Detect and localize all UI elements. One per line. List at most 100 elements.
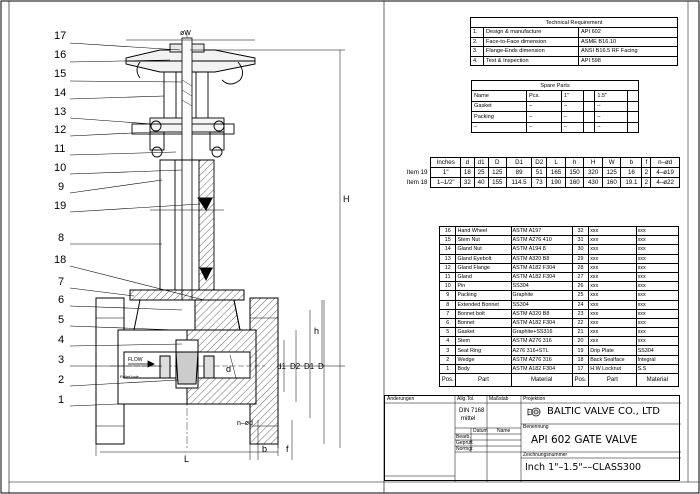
dims-cell: 16 [620,167,643,178]
part-pos: 11 [438,271,457,283]
part-material: xxx [635,281,680,292]
part-name: Back Sealface [588,354,637,365]
part-pos: 3 [438,345,457,356]
table-row: 4. Test & Inspection API 598 [470,55,678,66]
part-pos: 29 [571,253,590,264]
parts-footer-cell: Part [588,373,637,387]
projection-symbol-icon [527,407,541,417]
tr-value: API 602 [578,27,678,38]
part-name: xxx [588,327,637,338]
part-material: xxx [635,290,680,301]
bearb-label: Bearb. [456,434,471,440]
dims-cell: 1–1/2" [430,177,461,188]
part-material: S.S [635,363,680,375]
dims-cell: 430 [583,177,603,188]
part-name: Wedge [455,354,512,365]
part-pos: 8 [438,299,457,310]
part-pos: 26 [571,281,590,292]
tr-value: API 598 [578,55,678,66]
part-name: xxx [588,336,637,347]
table-row: Gasket – – – [471,100,640,112]
dims-cell: 155 [487,177,508,188]
spare-cell [583,100,596,112]
dims-cell: 165 [546,167,566,178]
part-pos: 23 [571,308,590,319]
spare-header: Name [471,90,527,102]
part-material: xxx [635,271,680,283]
part-name: Bonnet [455,317,512,329]
parts-footer-cell: Pos. [571,373,590,387]
callout-16: 16 [54,49,67,61]
dim-f-label: f [286,444,289,454]
dims-header: b [620,157,643,168]
allg-tol-label: Allg.Tol. [457,396,475,402]
part-material: ASTM A182 F304 [510,317,573,329]
dims-header: L [546,157,566,168]
spare-cell [626,111,640,123]
spare-cell: – [594,111,628,123]
part-pos: 9 [438,290,457,301]
callout-9: 9 [58,181,65,193]
part-material: xxx [635,327,680,338]
part-name: xxx [588,271,637,283]
part-pos: 24 [571,299,590,310]
callout-5: 5 [58,314,65,326]
callout-11: 11 [54,143,66,155]
callout-13: 13 [54,106,67,118]
callout-1: 1 [58,394,65,406]
part-pos: 22 [571,317,590,329]
spare-cell: – [594,100,628,112]
part-material: xxx [635,262,680,273]
table-header-row: Inches d d1 D D1 D2 L h H W b f n–ød [396,157,680,168]
dims-header: W [601,157,622,168]
title-block-grid [385,396,681,482]
callout-15: 15 [54,68,67,80]
dims-cell: 160 [601,177,622,188]
dims-header: d [460,157,475,168]
part-pos: 21 [571,327,590,338]
part-pos: 15 [438,235,457,246]
part-name: Body [455,363,512,375]
part-name: Bonnet bolt [455,308,512,319]
tr-no: 2. [470,36,484,47]
dims-header: H [583,157,603,168]
part-material: ASTM A320 B8 [510,253,573,264]
parts-footer-cell: Material [635,373,680,387]
geprueft-label: Geprüft [456,440,473,446]
callout-14: 14 [54,87,67,99]
dims-header: d1 [473,157,489,168]
table-row: – – – – [471,121,640,133]
spare-cell: – [594,121,628,133]
part-pos: 16 [438,225,457,237]
part-pos: 20 [571,336,590,347]
dims-cell: 19.1 [620,177,643,188]
dims-cell: 2 [641,177,652,188]
part-material: Graphite+SS316 [510,327,573,338]
part-pos: 30 [571,244,590,255]
dims-cell: 125 [487,167,508,178]
tr-value: ANSI B16.5 RF Facing [578,46,678,57]
dims-cell: 73 [531,177,548,188]
dims-header: h [564,157,585,168]
dims-header: n–ød [650,157,680,168]
part-pos: 31 [571,235,590,246]
callout-7: 7 [58,276,65,288]
part-material: xxx [635,336,680,347]
spare-cell: Packing [471,111,527,123]
part-pos: 32 [571,225,590,237]
spare-header: 1" [561,90,585,102]
part-name: H.W Locknut [588,363,637,375]
part-name: xxx [588,308,637,319]
part-material: ASTM A276 316 [510,336,573,347]
callout-19: 19 [54,200,67,212]
dim-H-label: H [343,194,350,204]
